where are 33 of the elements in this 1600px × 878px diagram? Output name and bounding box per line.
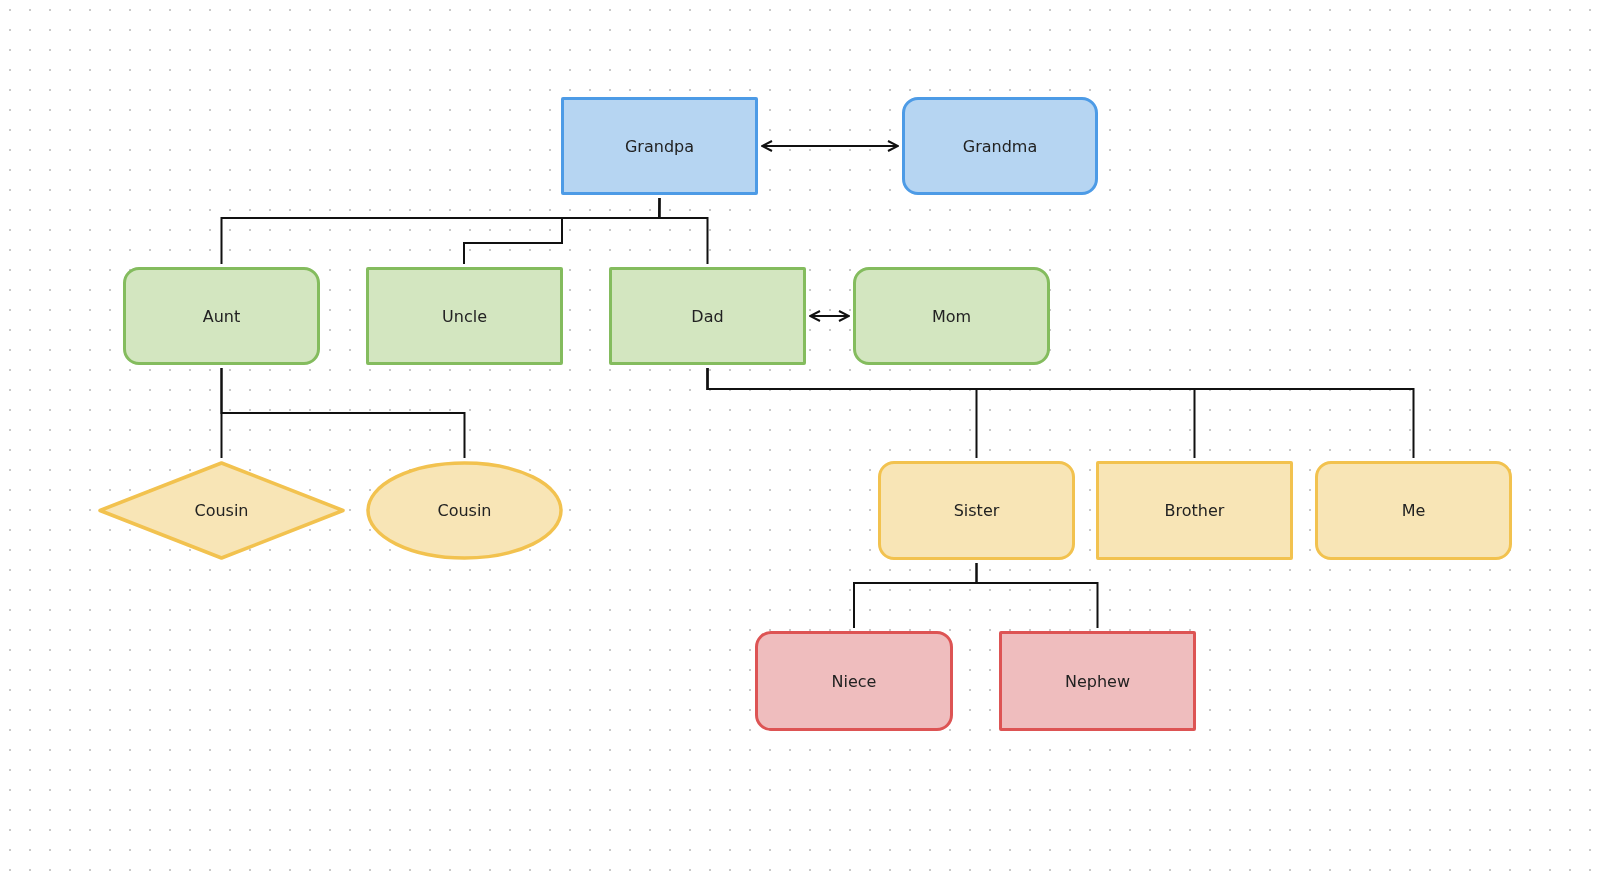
- process-box: [999, 631, 1196, 731]
- connector-line: [220, 367, 466, 459]
- process-box: [561, 97, 758, 195]
- node-label: Sister: [953, 501, 1000, 520]
- arrow: [761, 140, 899, 152]
- node-label: Aunt: [202, 306, 241, 326]
- rounded-box: [755, 631, 953, 731]
- rounded-box: [123, 267, 320, 365]
- node-label: Me: [1401, 501, 1426, 520]
- connector-line: [463, 197, 661, 265]
- decision-diamond: [98, 461, 345, 560]
- ellipse-node: [366, 461, 563, 560]
- process-box: [366, 267, 563, 365]
- node-label: Grandpa: [624, 136, 694, 156]
- process-box: [1096, 461, 1293, 560]
- process-box: [609, 267, 806, 365]
- node-label: Grandma: [962, 136, 1038, 156]
- rounded-box: [902, 97, 1098, 195]
- node-label: Cousin: [437, 501, 492, 520]
- connector-line: [658, 197, 709, 265]
- rounded-box: [853, 267, 1050, 365]
- node-label: Dad: [691, 306, 724, 326]
- node-label: Mom: [931, 306, 972, 326]
- rounded-box: [1315, 461, 1512, 560]
- connector-line: [975, 562, 1099, 629]
- rounded-box: [878, 461, 1075, 560]
- node-label: Uncle: [442, 306, 487, 326]
- node-label: Brother: [1164, 501, 1225, 520]
- arrow: [809, 310, 850, 322]
- connector-line: [706, 367, 1415, 459]
- node-label: Nephew: [1064, 671, 1130, 691]
- node-label: Cousin: [194, 501, 249, 520]
- node-label: Niece: [831, 671, 877, 691]
